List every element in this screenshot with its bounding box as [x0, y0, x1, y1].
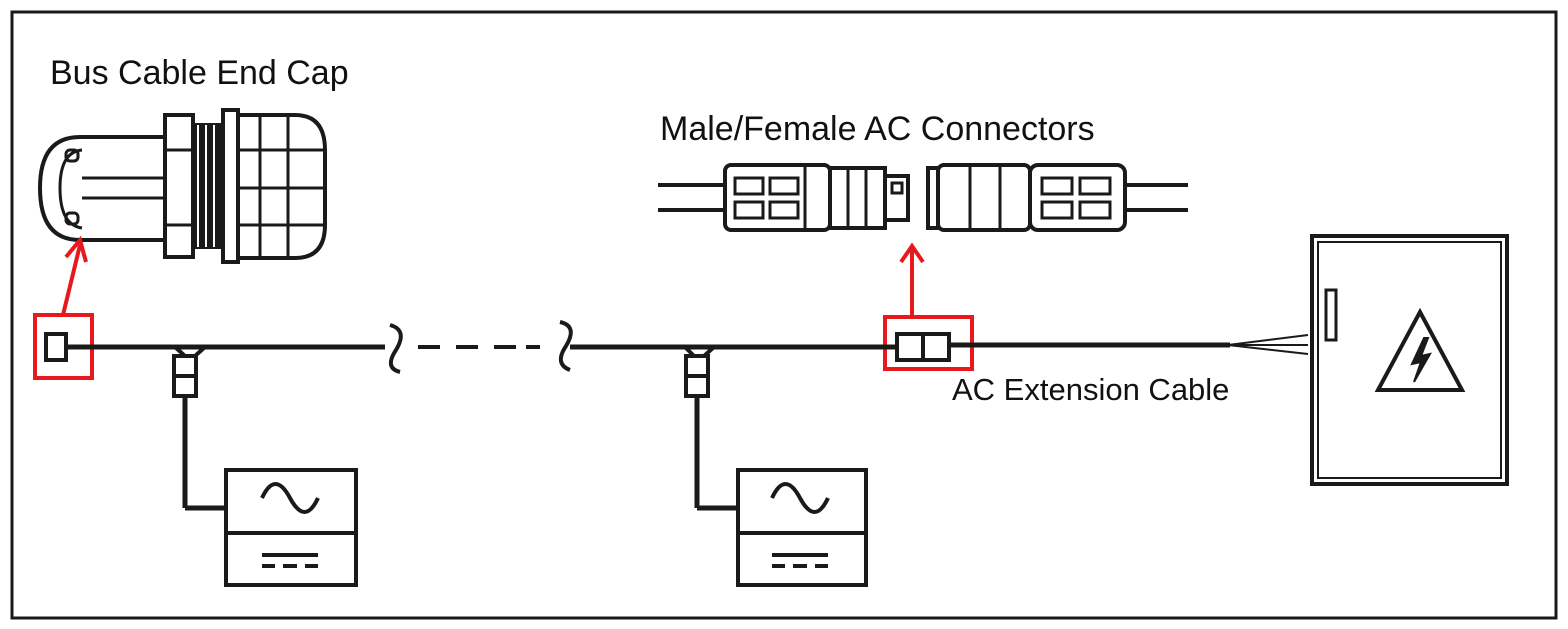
end-cap-label: Bus Cable End Cap — [50, 54, 349, 92]
end-cap-icon — [37, 108, 327, 264]
diagram-frame — [10, 10, 1558, 620]
end-cap-symbol — [44, 332, 68, 362]
microinverter-icon — [224, 468, 358, 587]
ac-connector-symbol — [921, 332, 951, 362]
ac-connector-symbol — [895, 332, 925, 362]
microinverter-icon — [736, 468, 868, 587]
extension-cable-label: AC Extension Cable — [952, 372, 1230, 407]
trunk-cable — [44, 320, 1309, 374]
t-connector-icon — [683, 345, 738, 511]
high-voltage-icon — [1374, 307, 1466, 392]
arrow-up-icon — [899, 242, 925, 264]
ac-connector-icon — [658, 163, 1188, 232]
t-connector-icon — [172, 345, 226, 511]
distribution-box-icon — [1310, 234, 1509, 486]
arrow-up-icon — [64, 235, 88, 263]
connectors-label: Male/Female AC Connectors — [660, 110, 1095, 148]
